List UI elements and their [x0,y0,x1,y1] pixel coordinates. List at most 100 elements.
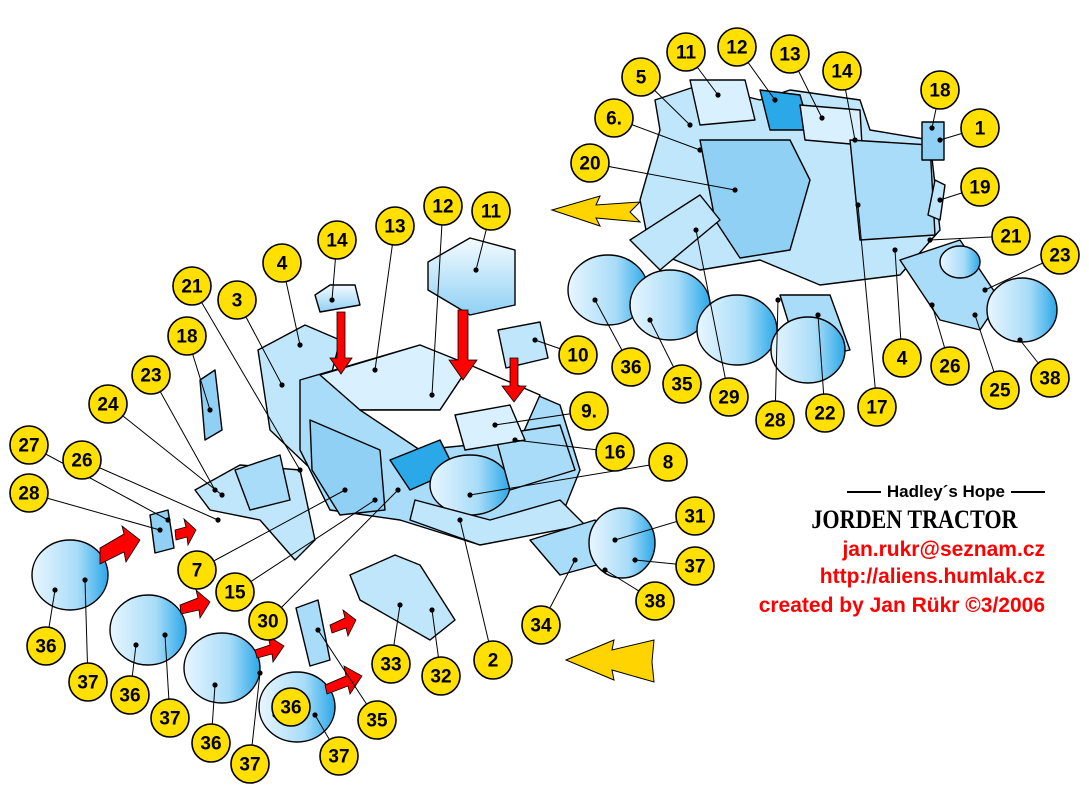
leader-dot-l29 [693,227,699,233]
part-label-l36e: 36 [271,687,311,727]
label-number: 31 [684,507,706,528]
label-number: 23 [140,366,161,387]
label-number: 12 [432,197,453,218]
label-number: 14 [326,231,348,252]
leader-dot-l6 [697,147,703,153]
label-number: 21 [1000,227,1022,248]
part-24-joint [234,454,291,511]
part-label-l18: 18 [167,316,207,356]
label-number: 30 [257,612,278,633]
leader-dot-l4b [892,247,898,253]
assembled-hub-21 [939,245,981,279]
label-number: 37 [77,673,98,694]
assembled-wheel-38 [986,277,1058,343]
label-number: 24 [97,395,119,416]
label-number: 27 [18,436,39,457]
leader-line-l17 [857,204,878,408]
part-label-l37c: 37 [150,698,190,738]
part-label-l2: 2 [473,640,513,680]
part-label-l30: 30 [248,601,288,641]
label-circle [857,387,897,427]
wheel-36-b [109,594,187,666]
label-circle [675,496,715,536]
red-arrows [99,309,527,695]
label-circle [230,744,270,784]
label-circle [991,216,1031,256]
label-number: 8 [663,453,674,474]
label-number: 10 [567,346,588,367]
part-label-l24: 24 [88,384,128,424]
label-number: 23 [1049,246,1070,267]
label-number: 32 [430,667,451,688]
leader-dot-l34 [572,557,578,563]
label-circle [805,393,845,433]
part-label-l36c: 36 [110,675,150,715]
part-35-bracket [295,599,331,667]
label-circle [595,432,635,472]
part-10-block [497,321,549,369]
label-number: 16 [604,443,625,464]
yellow-arrow-top [550,195,642,227]
label-circle [9,473,49,513]
label-circle [215,572,255,612]
part-8-drum [429,454,511,516]
assembled-wheel-29 [696,294,778,366]
label-circle [570,143,610,183]
label-number: 37 [684,557,705,578]
label-circle [271,687,311,727]
label-number: 36 [200,734,221,755]
part-label-l36b: 36 [611,347,651,387]
label-circle [882,338,922,378]
leader-dot-l1 [937,137,943,143]
part-label-l3: 3 [217,280,257,320]
label-circle [421,656,461,696]
leader-dot-l23b [982,287,988,293]
label-circle [930,346,970,386]
part-label-l4: 4 [262,243,302,283]
part-label-l37d: 37 [230,744,270,784]
leader-dot-l22 [815,312,821,318]
label-circle [317,220,357,260]
label-circle [473,640,513,680]
leader-dot-l28 [157,527,163,533]
label-circle [217,280,257,320]
leader-line-l28 [28,492,161,531]
caption-subtitle: Hadley´s Hope [886,482,1005,501]
label-circle [960,167,1000,207]
part-9-block [454,404,526,451]
label-number: 5 [636,68,647,89]
part-label-l21: 21 [172,266,212,306]
leader-dot-l18 [207,407,213,413]
label-circle [621,57,661,97]
leader-dot-l3 [279,382,285,388]
leader-line-l20 [589,162,736,191]
leader-dot-l35 [315,627,321,633]
leader-dot-l36c [133,642,139,648]
part-label-l37a: 37 [675,546,715,586]
label-circle [471,191,511,231]
leader-dot-l25 [972,312,978,318]
label-number: 11 [481,202,502,223]
label-number: 28 [18,484,39,505]
label-number: 28 [764,411,785,432]
label-number: 38 [644,592,665,613]
leader-dot-l36b [592,297,598,303]
label-number: 12 [726,38,747,59]
part-label-l26b: 26 [930,346,970,386]
label-circle [960,108,1000,148]
label-number: 20 [579,154,600,175]
leader-dot-l21 [297,467,303,473]
part-label-l38: 38 [635,581,675,621]
label-circle [920,70,960,110]
label-circle [611,347,651,387]
leader-dot-l11b [715,92,721,98]
label-circle [177,550,217,590]
part-label-l37e: 37 [319,736,359,776]
leader-dot-l17 [855,202,861,208]
part-11-roof [427,237,516,316]
label-circle [558,335,598,375]
label-circle [357,700,397,740]
label-circle [88,384,128,424]
label-number: 17 [866,398,887,419]
